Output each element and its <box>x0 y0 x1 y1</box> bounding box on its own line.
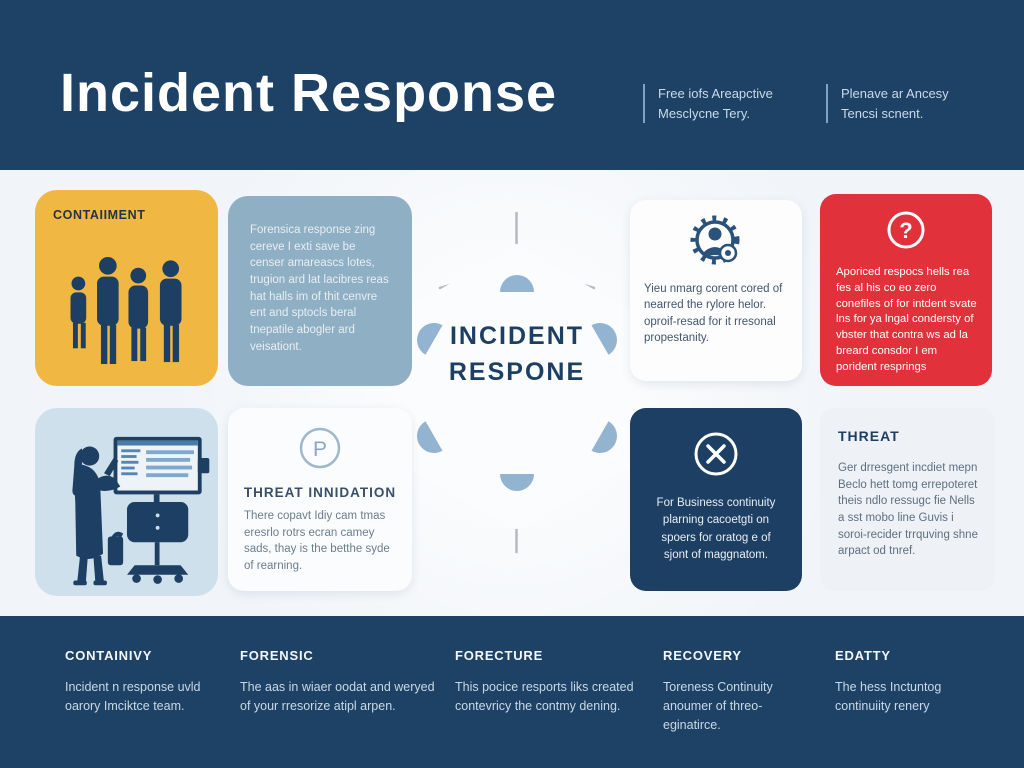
header-note-1-line2: Mesclycne Tery. <box>658 105 750 121</box>
header-note-2: Plenave ar Ancesy Tencsi scnent. <box>826 84 996 123</box>
threat-heading: THREAT <box>838 428 900 444</box>
footer-heading: EDATTY <box>835 648 891 663</box>
footer-heading: FORECTURE <box>455 648 544 663</box>
business-continuity-text: For Business continuity plarning cacoetg… <box>656 497 776 561</box>
threat-initiation-text: There copavt Idiy cam tmas eresrlo rotrs… <box>244 510 390 573</box>
header-note-1: Free iofs Areapctive Mesclycne Tery. <box>643 84 813 123</box>
center-title-line1: INCIDENT <box>449 322 585 350</box>
containment-label: CONTAIIMENT <box>53 208 146 222</box>
user-gear-text: Yieu nmarg corent cored of nearred the r… <box>644 283 783 344</box>
svg-text:?: ? <box>899 218 912 243</box>
pin-circle-icon: P <box>299 427 341 469</box>
footer-column-forecture: FORECTURE This pocice resports liks crea… <box>455 648 645 716</box>
center-title-line2: RESPONE <box>448 358 586 387</box>
forensics-text: Forensica response zing cereve I exti sa… <box>250 224 389 353</box>
header-banner: Incident Response Free iofs Areapctive M… <box>0 0 1024 170</box>
people-group-icon <box>70 256 182 365</box>
header-note-2-line2: Tencsi scnent. <box>841 105 924 121</box>
svg-text:P: P <box>313 438 327 461</box>
footer-text: This pocice resports liks created contev… <box>455 680 634 713</box>
user-gear-icon <box>690 215 740 265</box>
footer-heading: CONTAINIVY <box>65 648 153 663</box>
footer-banner: CONTAINIVY Incident n response uvld oaro… <box>0 616 1024 768</box>
footer-column-forensic: FORENSIC The aas in wiaer oodat and wery… <box>240 648 435 716</box>
question-card: ? Aporiced respocs hells rea fes al his … <box>820 194 992 386</box>
footer-column-containiy: CONTAINIVY Incident n response uvld oaro… <box>65 648 215 716</box>
question-text: Aporiced respocs hells rea fes al his co… <box>836 266 977 373</box>
x-circle-icon <box>694 432 738 476</box>
threat-card: THREAT Ger drresgent incdiet mepn Beclo … <box>820 408 995 591</box>
user-gear-card: Yieu nmarg corent cored of nearred the r… <box>630 200 802 381</box>
footer-heading: RECOVERY <box>663 648 742 663</box>
threat-text: Ger drresgent incdiet mepn Beclo hett to… <box>838 462 978 558</box>
question-circle-icon: ? <box>887 211 925 249</box>
header-note-1-line1: Free iofs Areapctive <box>658 86 773 101</box>
footer-column-recovery: RECOVERY Toreness Continuity anoumer of … <box>663 648 818 734</box>
analyst-at-monitor-illustration <box>72 436 210 586</box>
footer-heading: FORENSIC <box>240 648 314 663</box>
footer-text: The aas in wiaer oodat and weryed of you… <box>240 680 435 713</box>
footer-text: Toreness Continuity anoumer of threo-egi… <box>663 680 773 732</box>
monitor-card <box>35 408 218 596</box>
forensics-card: Forensica response zing cereve I exti sa… <box>228 196 412 386</box>
business-continuity-card: For Business continuity plarning cacoetg… <box>630 408 802 591</box>
threat-initiation-card: P THREAT INNIDATION There copavt Idiy ca… <box>228 408 412 591</box>
containment-card: CONTAIIMENT <box>35 190 218 386</box>
footer-text: Incident n response uvld oarory Imciktce… <box>65 680 201 713</box>
main-section: INCIDENT RESPONE CONTAIIMENT F <box>0 170 1024 616</box>
header-note-2-line1: Plenave ar Ancesy <box>841 86 949 101</box>
footer-column-edatty: EDATTY The hess Inctuntog continuiity re… <box>835 648 1000 716</box>
threat-initiation-heading: THREAT INNIDATION <box>243 485 397 500</box>
page-title: Incident Response <box>60 63 558 123</box>
center-title: INCIDENT RESPONE <box>417 318 617 391</box>
footer-text: The hess Inctuntog continuiity renery <box>835 680 942 713</box>
